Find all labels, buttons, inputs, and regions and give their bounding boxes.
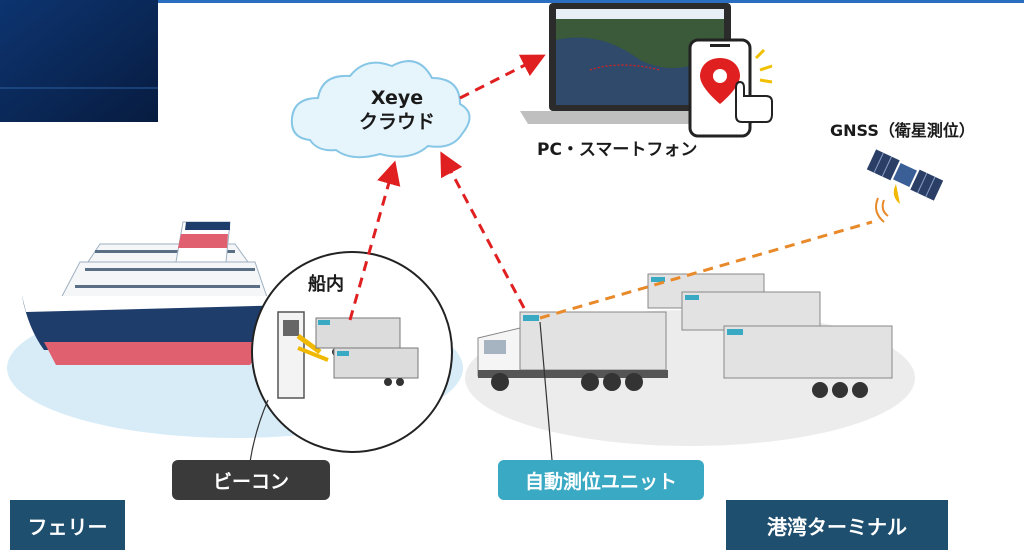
unit-label-box: 自動測位ユニット	[498, 460, 704, 500]
beacon-label-box: ビーコン	[172, 460, 330, 500]
cloud-shape	[290, 60, 471, 159]
terminal-label-box: 港湾ターミナル	[726, 500, 948, 550]
cloud-label-line2: クラウド	[358, 111, 435, 133]
cloud-label-line1: Xeye	[370, 87, 424, 109]
top-border	[0, 0, 1024, 3]
hand-pointer-icon	[735, 80, 773, 123]
cloud-to-devices-arrow	[459, 54, 546, 100]
gnss-label: GNSS（衛星測位）	[830, 121, 975, 140]
map-pin-icon	[700, 58, 740, 104]
terminal-truck-main	[477, 311, 668, 391]
satellite-dish	[893, 184, 900, 204]
ferry-label-box: フェリー	[10, 500, 125, 550]
satellite-icon	[866, 149, 944, 201]
ship-interior-label: 船内	[308, 274, 344, 295]
tap-flash	[754, 48, 773, 84]
terminal-trailer-mid	[681, 291, 821, 346]
terminal-to-cloud-arrow	[440, 151, 526, 309]
unit-leader-line	[539, 321, 553, 461]
ferry-ship	[22, 221, 300, 365]
terminal-trailer-front	[723, 325, 893, 398]
gnss-link	[539, 220, 873, 320]
beacon-device-icon	[277, 311, 329, 399]
corner-block	[0, 0, 158, 122]
cloud-label: Xeye クラウド	[352, 86, 442, 134]
interior-trailer-2	[333, 347, 419, 386]
beacon-leader-line	[249, 399, 269, 463]
ship-to-cloud-arrow	[348, 160, 401, 321]
signal-waves	[875, 197, 889, 223]
devices-label: PC・スマートフォン	[537, 140, 698, 160]
